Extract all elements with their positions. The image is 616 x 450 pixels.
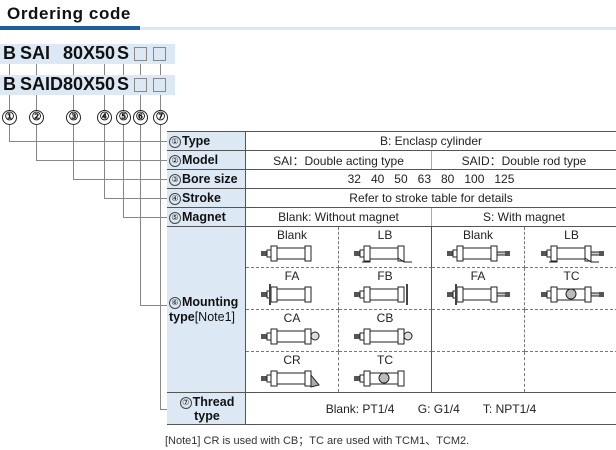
placeholder-box-mounting xyxy=(134,78,147,92)
mounting-option-single-cb: CB xyxy=(339,310,432,352)
cylinder-icon xyxy=(354,370,405,387)
code-part-model: SAI xyxy=(20,43,51,63)
marker-1: ① xyxy=(2,110,17,125)
mounting-code-label: CR xyxy=(283,353,301,367)
value-magnet-blank: Blank: Without magnet xyxy=(245,207,432,227)
mounting-empty-cell xyxy=(432,352,525,392)
footnote: [Note1] CR is used with CB；TC are used w… xyxy=(165,435,470,447)
marker-6: ⑥ xyxy=(133,110,148,125)
cylinder-icon xyxy=(354,328,413,345)
label-bore: Bore size xyxy=(182,172,238,186)
value-type: B: Enclasp cylinder xyxy=(245,131,616,151)
code-part-type: B xyxy=(3,43,16,63)
mounting-code-label: FA xyxy=(284,269,300,283)
mounting-option-single-fb: FB xyxy=(339,268,432,310)
mounting-option-single-fa: FA xyxy=(246,268,339,310)
mounting-grid: Blank LB Blank LB FA FB FA TC CA CB CR TC xyxy=(246,227,616,392)
mounting-code-label: LB xyxy=(377,228,393,242)
code-part-model: SAID xyxy=(20,74,64,94)
title-accent-bar xyxy=(0,26,140,30)
label-magnet: Magnet xyxy=(182,210,226,224)
section-title: Ordering code xyxy=(7,4,131,23)
mounting-code-label: FA xyxy=(470,269,486,283)
code-part-bore-stroke: 80X50 xyxy=(63,74,116,94)
marker-7: ⑦ xyxy=(153,110,168,125)
mounting-option-single-cr: CR xyxy=(246,352,339,392)
cylinder-icon xyxy=(354,245,412,263)
mounting-code-label: LB xyxy=(564,228,579,242)
value-model-sai: SAI：Double acting type xyxy=(245,150,432,170)
code-example-said: B SAID 80X50 S xyxy=(0,74,175,95)
cylinder-icon xyxy=(540,286,604,303)
mounting-code-label: Blank xyxy=(462,228,494,242)
value-stroke: Refer to stroke table for details xyxy=(245,188,616,208)
label-mounting: Mounting xyxy=(182,294,239,309)
mounting-option-single-tc: TC xyxy=(339,352,432,392)
value-model-said: SAID：Double rod type xyxy=(431,150,616,170)
mounting-empty-cell xyxy=(525,310,616,352)
placeholder-box-mounting xyxy=(134,47,147,61)
label-thread: Thread xyxy=(192,394,235,409)
mounting-code-label: Blank xyxy=(276,228,308,242)
marker-4: ④ xyxy=(97,110,112,125)
code-part-magnet: S xyxy=(117,43,130,63)
mounting-empty-cell xyxy=(432,310,525,352)
mounting-code-label: CA xyxy=(283,311,301,325)
mounting-empty-cell xyxy=(525,352,616,392)
code-part-type: B xyxy=(3,74,16,94)
cylinder-icon xyxy=(354,284,408,305)
title-underline xyxy=(0,27,616,30)
label-type: Type xyxy=(182,134,211,148)
placeholder-box-thread xyxy=(153,78,166,92)
marker-2: ② xyxy=(29,110,44,125)
code-part-bore-stroke: 80X50 xyxy=(63,43,116,63)
code-example-sai: B SAI 80X50 S xyxy=(0,43,175,64)
mounting-code-label: FB xyxy=(377,269,393,283)
cylinder-icon xyxy=(447,245,510,262)
value-thread: Blank: PT1/4 G: G1/4 T: NPT1/4 xyxy=(245,392,616,425)
mounting-code-label: CB xyxy=(376,311,394,325)
mounting-option-double-fa: FA xyxy=(432,268,525,310)
mounting-code-label: TC xyxy=(377,353,393,367)
label-stroke: Stroke xyxy=(182,191,221,205)
value-bore: 32 40 50 63 80 100 125 xyxy=(245,169,616,189)
mounting-option-single-ca: CA xyxy=(246,310,339,352)
placeholder-box-thread xyxy=(153,47,166,61)
cylinder-icon xyxy=(540,245,604,263)
marker-3: ③ xyxy=(66,110,81,125)
mounting-option-double-tc: TC xyxy=(525,268,616,310)
cylinder-icon xyxy=(261,328,320,345)
cylinder-icon xyxy=(447,284,510,305)
code-part-magnet: S xyxy=(117,74,130,94)
mounting-option-single-blank: Blank xyxy=(246,227,339,268)
mounting-option-double-lb: LB xyxy=(525,227,616,268)
cylinder-icon xyxy=(261,245,312,262)
mounting-option-single-lb: LB xyxy=(339,227,432,268)
mounting-code-label: TC xyxy=(563,269,580,283)
value-magnet-s: S: With magnet xyxy=(431,207,616,227)
cylinder-icon xyxy=(261,284,312,305)
note-ref: [Note1] xyxy=(194,309,236,324)
marker-5: ⑤ xyxy=(116,110,131,125)
cylinder-icon xyxy=(261,370,320,388)
label-model: Model xyxy=(182,153,219,167)
mounting-option-double-blank: Blank xyxy=(432,227,525,268)
